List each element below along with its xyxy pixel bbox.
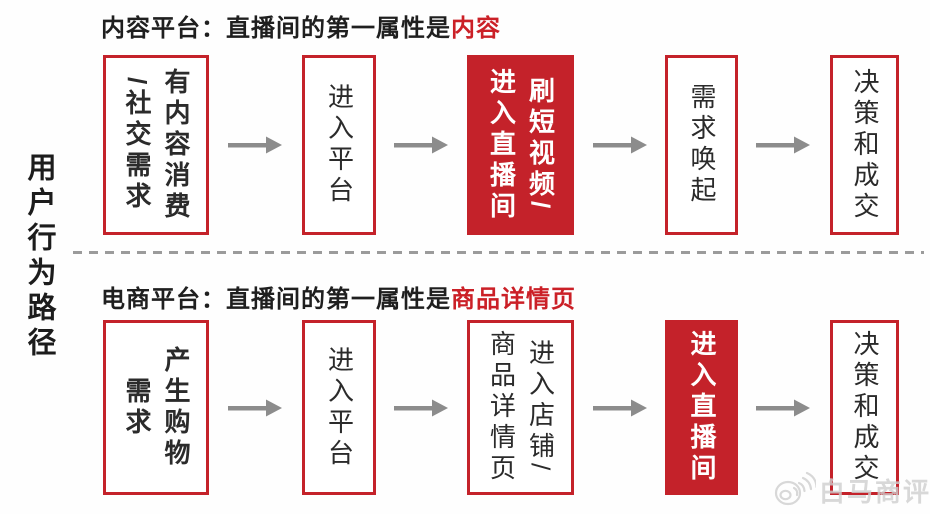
box-text-column: 进入店铺/ (525, 339, 556, 476)
flow-box-ecommerce-platform-step-1: 产生购物需求 (103, 320, 209, 495)
flow-arrow-icon (228, 399, 282, 417)
flow-box-ecommerce-platform-step-5: 决策和成交 (830, 320, 899, 495)
box-text-column: 刷短视频/ (525, 76, 556, 214)
box-text-column: 决策和成交 (850, 67, 880, 223)
flow-box-text: 需求唤起 (682, 58, 721, 232)
flow-box-text: 刷短视频/进入直播间 (482, 58, 560, 232)
flow-arrow-icon (228, 136, 282, 154)
content-platform-title-prefix: 内容平台：直播间的第一属性是 (101, 15, 451, 42)
flow-box-content-platform-step-1: 有内容消费/社交需求 (103, 55, 209, 235)
flow-arrow-icon (756, 399, 810, 417)
box-text-column: 决策和成交 (850, 330, 880, 485)
flow-box-ecommerce-platform-step-2: 进入平台 (302, 320, 376, 495)
flow-box-text: 决策和成交 (845, 323, 884, 492)
flow-box-text: 产生购物需求 (117, 323, 195, 492)
flow-box-text: 进入直播间 (682, 323, 721, 492)
ecommerce-platform-title-highlight: 商品详情页 (451, 286, 576, 313)
box-text-column: 进入直播间 (687, 330, 717, 485)
user-behavior-path-label: 用户行为路径 (23, 152, 55, 362)
watermark-horse-logo-icon (772, 466, 818, 514)
flow-box-ecommerce-platform-step-4: 进入直播间 (665, 320, 738, 495)
box-text-column: 产生购物 (161, 345, 191, 470)
ecommerce-platform-title: 电商平台：直播间的第一属性是商品详情页 (101, 279, 576, 314)
box-text-column: 需求 (122, 376, 152, 439)
box-text-column: 进入平台 (324, 83, 355, 207)
section-divider (73, 251, 924, 254)
flow-box-content-platform-step-5: 决策和成交 (830, 55, 899, 235)
box-text-column: 进入直播间 (486, 67, 517, 223)
box-text-column: 商品详情页 (486, 330, 517, 485)
flow-box-content-platform-step-3: 刷短视频/进入直播间 (467, 55, 574, 235)
watermark-text: 白马商评 (819, 477, 930, 507)
flow-arrow-icon (593, 136, 647, 154)
flow-box-text: 进入平台 (320, 58, 359, 232)
flow-arrow-icon (593, 399, 647, 417)
content-platform-title-highlight: 内容 (451, 15, 501, 42)
flow-box-content-platform-step-4: 需求唤起 (665, 55, 738, 235)
content-platform-flow-row: 有内容消费/社交需求 进入平台 刷短视频/进入直播间 需求唤起 决策和成交 (0, 55, 930, 235)
flow-box-text: 进入平台 (320, 323, 359, 492)
box-text-column: 需求唤起 (687, 83, 717, 207)
flow-box-content-platform-step-2: 进入平台 (302, 55, 376, 235)
ecommerce-platform-title-prefix: 电商平台：直播间的第一属性是 (101, 286, 451, 313)
box-text-column: /社交需求 (122, 76, 152, 214)
box-text-column: 有内容消费 (161, 67, 191, 223)
flow-box-text: 有内容消费/社交需求 (117, 58, 195, 232)
flow-arrow-icon (756, 136, 810, 154)
flow-arrow-icon (394, 136, 448, 154)
flow-box-text: 决策和成交 (845, 58, 884, 232)
flow-box-text: 进入店铺/商品详情页 (482, 323, 560, 492)
box-text-column: 进入平台 (324, 345, 355, 470)
flow-arrow-icon (394, 399, 448, 417)
flow-box-ecommerce-platform-step-3: 进入店铺/商品详情页 (467, 320, 574, 495)
content-platform-title: 内容平台：直播间的第一属性是内容 (101, 8, 501, 43)
watermark: 白马商评 (772, 466, 930, 514)
ecommerce-platform-flow-row: 产生购物需求 进入平台 进入店铺/商品详情页 进入直播间 决策和成交 (0, 320, 930, 495)
